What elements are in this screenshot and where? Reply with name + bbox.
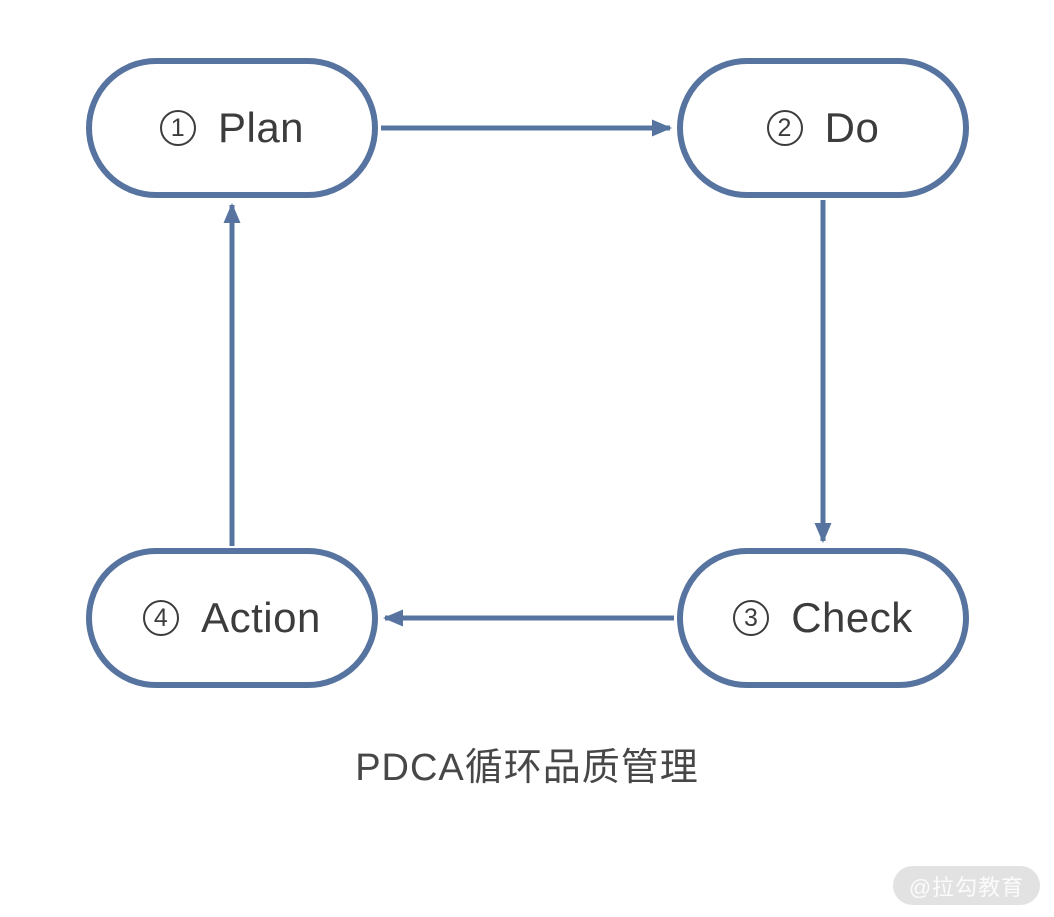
node-do: 2 Do <box>677 58 969 198</box>
node-action-label: Action <box>201 594 321 641</box>
node-plan-number-circle: 1 <box>159 110 196 146</box>
node-do-number-circle: 2 <box>766 110 803 146</box>
node-check-number-circle: 3 <box>733 600 770 636</box>
node-plan-label: Plan <box>217 104 305 151</box>
watermark-badge: @拉勾教育 <box>893 866 1040 905</box>
node-check: 3 Check <box>677 548 969 688</box>
node-plan: 1 Plan <box>86 58 378 198</box>
diagram-title: PDCA循环品质管理 <box>355 747 699 789</box>
node-action-number-circle: 4 <box>143 600 180 636</box>
node-check-label: Check <box>791 594 913 641</box>
node-action: 4 Action <box>86 548 378 688</box>
node-do-label: Do <box>824 104 880 151</box>
